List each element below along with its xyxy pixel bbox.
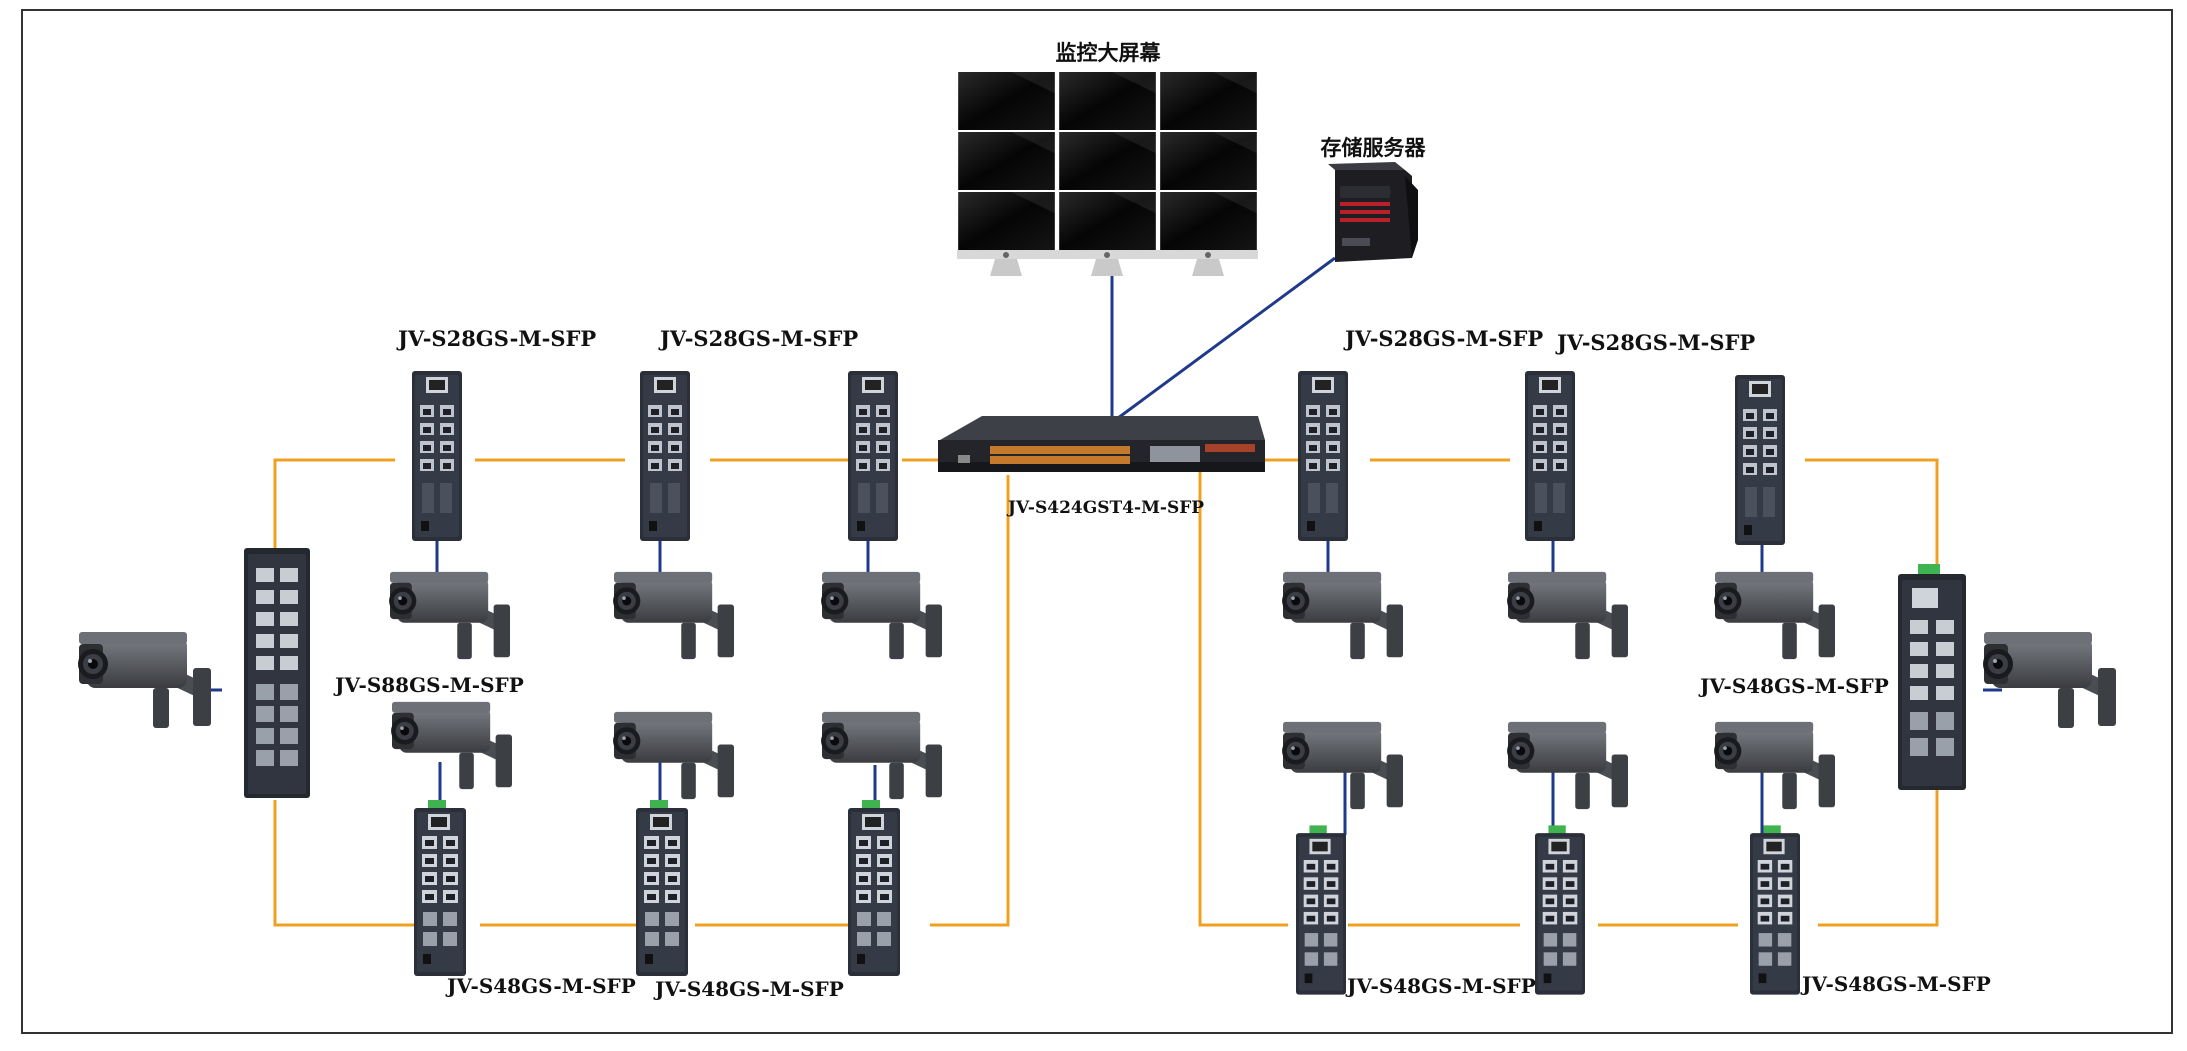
din-rail-switch-icon	[636, 800, 688, 976]
bullet-camera-icon	[391, 701, 512, 790]
switch-label-s48-right: JV-S48GS-M-SFP	[1698, 674, 1889, 698]
bullet-camera-icon	[1507, 721, 1628, 810]
bullet-camera-icon	[821, 711, 942, 800]
monitor-wall: 监控大屏幕	[957, 41, 1258, 276]
diagram-frame	[21, 9, 2173, 1034]
bullet-camera-icon	[613, 711, 734, 800]
right-aggregation-switch	[1898, 564, 1966, 790]
left-aggregation-switch	[244, 548, 310, 798]
switch-label-s88: JV-S88GS-M-SFP	[333, 673, 524, 697]
storage-server: 存储服务器	[1321, 136, 1427, 262]
din-rail-switch-icon	[412, 371, 462, 541]
bullet-camera-icon	[613, 571, 734, 660]
bullet-camera-icon	[1714, 721, 1835, 810]
bullet-camera-icon	[821, 571, 942, 660]
din-rail-switch-icon	[1525, 371, 1575, 541]
switch-label-s28-d: JV-S28GS-M-SFP	[1555, 330, 1755, 355]
bullet-camera-icon	[1983, 632, 2116, 728]
rack-switch-icon	[938, 416, 1265, 472]
lower-right-switches	[1296, 825, 1800, 995]
din-rail-switch-icon	[1735, 375, 1785, 545]
monitor-wall-label: 监控大屏幕	[1056, 41, 1162, 65]
switch-label-s28-b: JV-S28GS-M-SFP	[658, 326, 858, 351]
switch-label-s48-a: JV-S48GS-M-SFP	[445, 974, 636, 998]
din-rail-switch-icon	[848, 800, 900, 976]
ring-links	[273, 458, 1939, 927]
upper-right-switches	[1298, 371, 1785, 545]
din-rail-switch-icon	[1750, 825, 1800, 995]
bullet-camera-icon	[78, 632, 211, 728]
switch-label-s48-d: JV-S48GS-M-SFP	[1800, 972, 1991, 996]
bullet-camera-icon	[1282, 721, 1403, 810]
core-switch-label: JV-S424GST4-M-SFP	[1006, 498, 1204, 518]
bullet-camera-icon	[389, 571, 510, 660]
bullet-camera-icon	[1282, 571, 1403, 660]
din-rail-switch-icon	[1298, 371, 1348, 541]
din-rail-switch-icon	[1296, 825, 1346, 995]
lower-left-switches	[414, 800, 900, 976]
core-switch: JV-S424GST4-M-SFP	[938, 416, 1265, 518]
din-rail-switch-icon	[1535, 825, 1585, 995]
switch-label-s48-b: JV-S48GS-M-SFP	[653, 977, 844, 1001]
switch-label-s48-c: JV-S48GS-M-SFP	[1345, 974, 1536, 998]
monitor-icon	[957, 72, 1258, 276]
server-icon	[1328, 162, 1418, 262]
bullet-camera-icon	[1714, 571, 1835, 660]
switch-label-s28-c: JV-S28GS-M-SFP	[1343, 326, 1543, 351]
upper-left-switches	[412, 371, 898, 541]
bullet-camera-icon	[1507, 571, 1628, 660]
switch-label-s28-a: JV-S28GS-M-SFP	[396, 326, 596, 351]
storage-server-label: 存储服务器	[1321, 136, 1427, 160]
din-rail-switch-icon	[414, 800, 466, 976]
din-rail-switch-icon	[848, 371, 898, 541]
din-rail-switch-icon	[640, 371, 690, 541]
